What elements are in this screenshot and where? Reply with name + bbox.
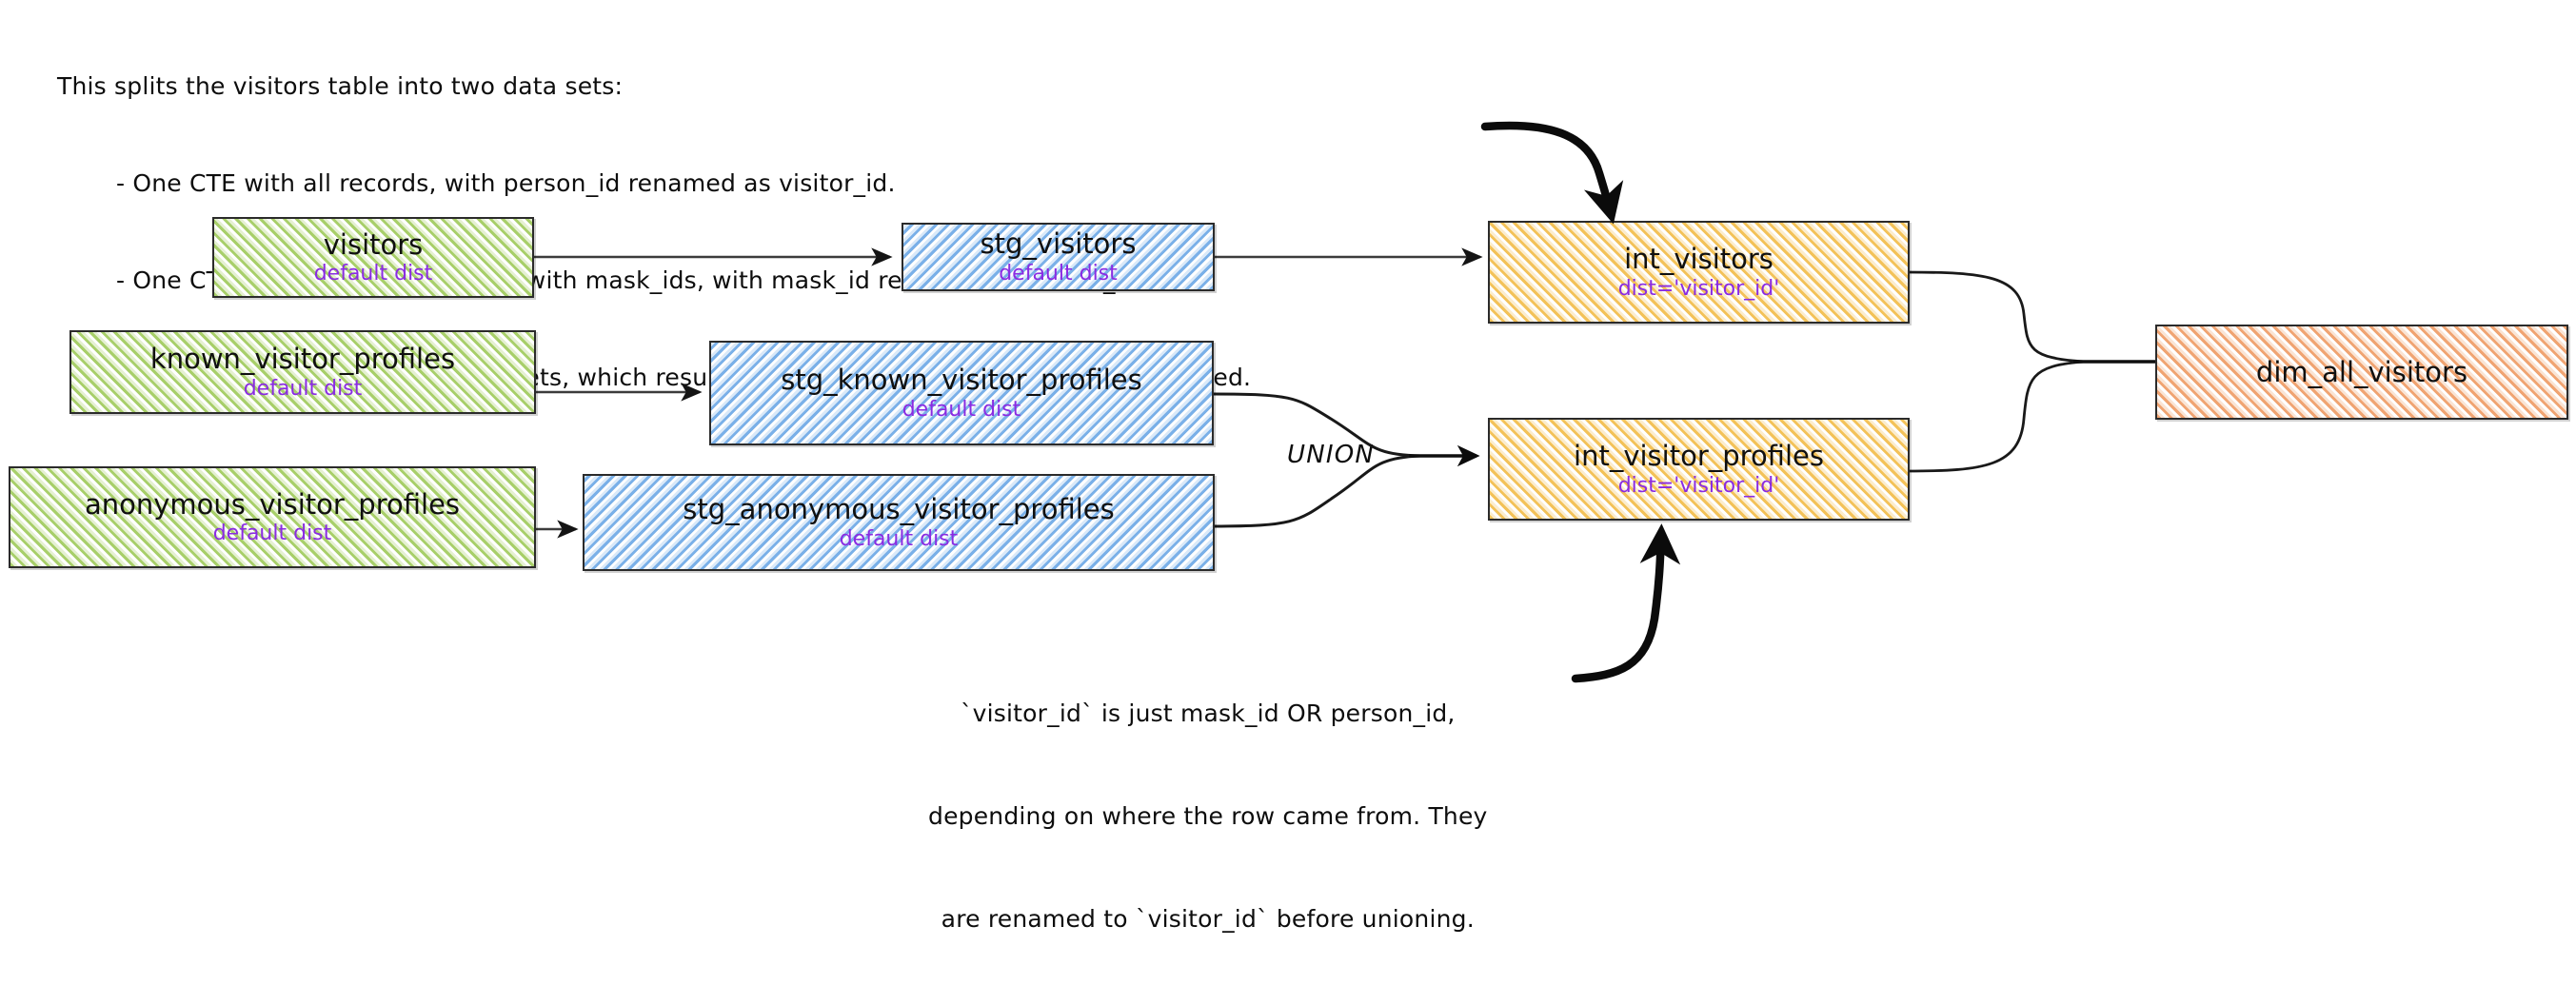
- bottom-annotation-line-1: `visitor_id` is just mask_id OR person_i…: [960, 700, 1456, 727]
- union-label: UNION: [1287, 441, 1376, 469]
- node-known-visitor-profiles[interactable]: known_visitor_profiles default dist: [69, 330, 536, 414]
- node-visitors[interactable]: visitors default dist: [212, 217, 534, 298]
- bottom-annotation-line-2: depending on where the row came from. Th…: [928, 802, 1488, 830]
- annotation-arrow-to-int-visitors: [1480, 121, 1624, 225]
- node-int-visitor-profiles[interactable]: int_visitor_profiles dist='visitor_id': [1488, 418, 1910, 521]
- node-known-visitor-profiles-dist: default dist: [243, 376, 363, 401]
- node-int-visitors-title: int_visitors: [1624, 243, 1773, 276]
- bottom-annotation-line-3: are renamed to `visitor_id` before union…: [941, 905, 1475, 933]
- node-stg-visitors-title: stg_visitors: [980, 227, 1137, 261]
- node-int-visitors[interactable]: int_visitors dist='visitor_id': [1488, 221, 1910, 324]
- node-int-visitor-profiles-dist: dist='visitor_id': [1617, 473, 1780, 498]
- node-visitors-title: visitors: [323, 227, 424, 261]
- annotation-arrow-to-int-visitor-profiles: [1571, 523, 1681, 683]
- node-int-visitor-profiles-title: int_visitor_profiles: [1574, 440, 1824, 473]
- node-stg-anonymous-visitor-profiles-title: stg_anonymous_visitor_profiles: [683, 493, 1115, 526]
- node-known-visitor-profiles-title: known_visitor_profiles: [149, 343, 456, 376]
- node-stg-visitors-dist: default dist: [999, 261, 1118, 286]
- node-visitors-dist: default dist: [313, 262, 433, 286]
- edge-int-visitors-to-dim-all: [1906, 270, 2086, 364]
- node-anonymous-visitor-profiles-dist: default dist: [212, 522, 332, 546]
- edge-int-profiles-to-dim-all: [1906, 360, 2086, 473]
- node-stg-visitors[interactable]: stg_visitors default dist: [902, 223, 1215, 291]
- bottom-annotation: `visitor_id` is just mask_id OR person_i…: [928, 628, 1488, 1005]
- node-stg-known-visitor-profiles[interactable]: stg_known_visitor_profiles default dist: [709, 341, 1214, 445]
- node-anonymous-visitor-profiles[interactable]: anonymous_visitor_profiles default dist: [9, 466, 536, 568]
- diagram-canvas: This splits the visitors table into two …: [9, 72, 2568, 933]
- node-int-visitors-dist: dist='visitor_id': [1617, 276, 1780, 301]
- node-dim-all-visitors[interactable]: dim_all_visitors: [2155, 325, 2568, 420]
- header-annotation-lead: This splits the visitors table into two …: [57, 72, 624, 100]
- node-stg-anonymous-visitor-profiles[interactable]: stg_anonymous_visitor_profiles default d…: [583, 474, 1215, 571]
- node-anonymous-visitor-profiles-title: anonymous_visitor_profiles: [84, 487, 461, 521]
- node-stg-known-visitor-profiles-dist: default dist: [902, 397, 1021, 422]
- node-stg-anonymous-visitor-profiles-dist: default dist: [839, 526, 959, 551]
- node-dim-all-visitors-title: dim_all_visitors: [2255, 355, 2468, 388]
- header-annotation-bullet-1: - One CTE with all records, with person_…: [116, 169, 896, 197]
- node-stg-known-visitor-profiles-title: stg_known_visitor_profiles: [781, 364, 1142, 397]
